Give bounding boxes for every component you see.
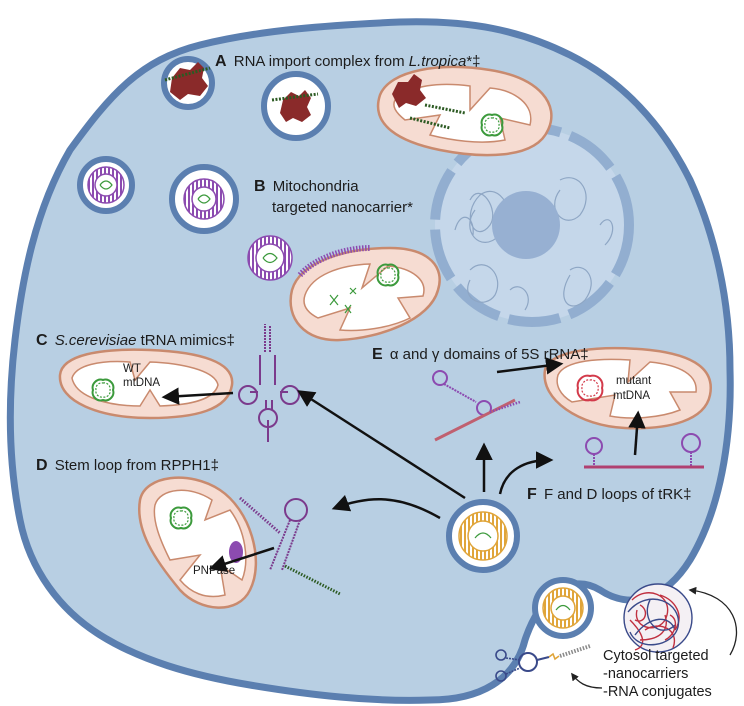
label-a-suffix: *‡	[466, 53, 480, 70]
section-e: mutant mtDNA E α and γ domains of 5S rRN…	[372, 346, 712, 442]
label-c-text: tRNA mimics‡	[136, 332, 234, 349]
section-f: F F and D loops of tRK‡	[527, 410, 704, 503]
label-a-letter: A	[215, 53, 227, 70]
svg-text:B Mitochondria: B Mitochondria	[254, 178, 359, 195]
svg-text:F F and D loops of tRK‡: F F and D loops of tRK‡	[527, 486, 692, 503]
arrow-e-import	[496, 357, 564, 375]
section-c: WT mtDNA C S.cerevisiae tRNA mimics‡	[36, 324, 300, 442]
label-e-text: α and γ domains of 5S rRNA‡	[390, 346, 589, 363]
label-e-letter: E	[372, 346, 383, 363]
svg-text:D Stem loop from RPPH1‡: D Stem loop from RPPH1‡	[36, 457, 219, 474]
cytosol-line3: -RNA conjugates	[603, 684, 712, 700]
label-a-text: RNA import complex from	[234, 53, 409, 70]
arrow-c-import	[161, 387, 234, 405]
trk-loops-icon	[584, 433, 704, 469]
cytosol-line1: Cytosol targeted	[603, 648, 709, 664]
mutant-mtdna-label: mtDNA	[613, 390, 650, 402]
cytosol-line2: -nanocarriers	[603, 666, 688, 682]
polymer-nanocarrier-icon	[623, 583, 693, 653]
nucleus	[430, 123, 634, 327]
mitochondrion-d	[137, 476, 258, 609]
cytosol-section: Cytosol targeted -nanocarriers -RNA conj…	[495, 583, 738, 700]
label-f-letter: F	[527, 486, 537, 503]
central-nanocarrier	[446, 499, 520, 573]
mutant-label: mutant	[616, 375, 652, 387]
label-c-letter: C	[36, 332, 48, 349]
label-d-letter: D	[36, 457, 48, 474]
mitochondrion-e	[543, 346, 712, 430]
arrow-to-polymer	[688, 586, 738, 656]
label-b-line2: targeted nanocarrier*	[272, 199, 413, 216]
label-c-italic: S.cerevisiae	[55, 332, 137, 349]
label-b-line1: Mitochondria	[273, 178, 360, 195]
rrna-domain-icon	[432, 370, 521, 442]
section-a: A RNA import complex from L.tropica*‡	[164, 53, 553, 157]
import-complex-icon	[164, 62, 211, 100]
svg-text:E α and γ domains of 5S: E α and γ domains of 5S rRNA‡	[372, 346, 589, 363]
gold-nanocarrier-pit	[542, 587, 584, 629]
arrow-f-import	[628, 410, 646, 456]
nanocarrier-purple-membrane	[87, 166, 125, 204]
rna-conjugate-icon	[495, 644, 591, 682]
arrow-to-d	[331, 494, 441, 520]
label-f-text: F and D loops of tRK‡	[544, 486, 692, 503]
arrow-to-c	[297, 390, 466, 500]
label-d-text: Stem loop from RPPH1‡	[55, 457, 219, 474]
svg-text:C S.cerevisiae tRNA mimi: C S.cerevisiae tRNA mimics‡	[36, 332, 235, 349]
arrow-to-f	[498, 451, 554, 495]
nanocarrier-purple-vesicle	[183, 178, 225, 220]
section-d: PNPase D Stem loop from RPPH1‡	[36, 457, 341, 609]
label-b-letter: B	[254, 178, 266, 195]
wt-label: WT	[123, 363, 141, 375]
label-a-italic: L.tropica	[409, 53, 467, 70]
svg-text:A RNA import complex fro: A RNA import complex from L.tropica*‡	[215, 53, 481, 70]
section-b: B Mitochondria targeted nanocarrier*	[87, 164, 441, 342]
mitochondrion-a	[376, 65, 553, 157]
stem-loop-icon	[239, 496, 341, 596]
import-complex-icon-vesicle	[271, 90, 319, 122]
mitochondrion-b	[289, 245, 441, 342]
arrow-d-import	[208, 546, 275, 573]
wt-mtdna-label: mtDNA	[123, 377, 160, 389]
nanocarrier-purple-free	[247, 235, 293, 281]
arrow-to-conjugate	[571, 672, 603, 689]
